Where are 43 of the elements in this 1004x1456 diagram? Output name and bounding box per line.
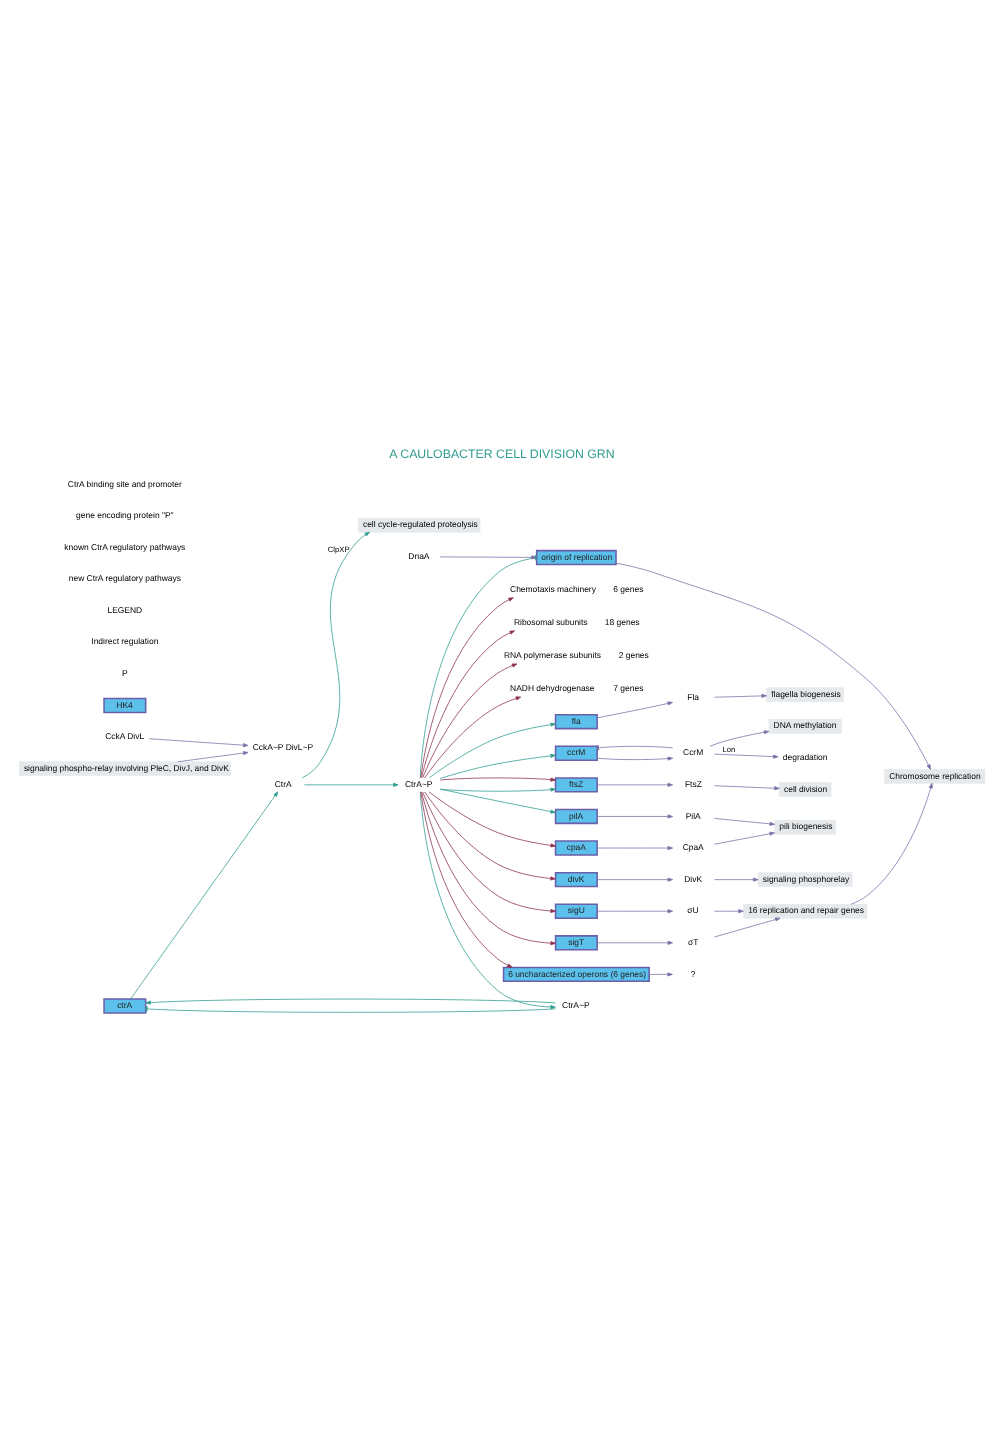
arrow (596, 755, 673, 760)
arrow (615, 561, 931, 769)
arrow (421, 629, 516, 778)
arrow (596, 781, 673, 786)
arrow (428, 721, 556, 778)
arrow (439, 752, 556, 778)
arrow (145, 997, 556, 1004)
arrow (850, 781, 933, 904)
arrow (419, 790, 556, 1008)
arrow (596, 876, 673, 881)
arrow (177, 750, 249, 762)
arrow (304, 781, 399, 786)
arrow (648, 971, 673, 976)
arrow (424, 695, 522, 778)
arrow (439, 787, 556, 813)
arrow (709, 729, 770, 746)
arrow (714, 916, 781, 937)
arrow (714, 830, 775, 844)
arrow (714, 817, 775, 825)
arrow (714, 692, 767, 697)
arrow (421, 790, 556, 945)
arrow (714, 876, 759, 881)
connector (145, 1005, 556, 1012)
arrow (439, 786, 556, 791)
arrow (422, 790, 556, 912)
arrow (596, 813, 673, 818)
arrow (596, 908, 673, 913)
arrow (424, 790, 556, 880)
arrow (130, 790, 279, 999)
arrow (596, 939, 673, 944)
arrow (714, 908, 744, 913)
arrow (302, 530, 371, 778)
arrow (439, 776, 556, 781)
arrow (596, 845, 673, 850)
arrow (420, 790, 513, 967)
arrow (596, 700, 673, 718)
arrow (714, 752, 779, 758)
arrow (714, 784, 780, 790)
arrow (428, 790, 556, 847)
arrow (148, 737, 249, 747)
arrow (420, 596, 514, 778)
connector (596, 744, 673, 750)
arrow (422, 662, 518, 778)
